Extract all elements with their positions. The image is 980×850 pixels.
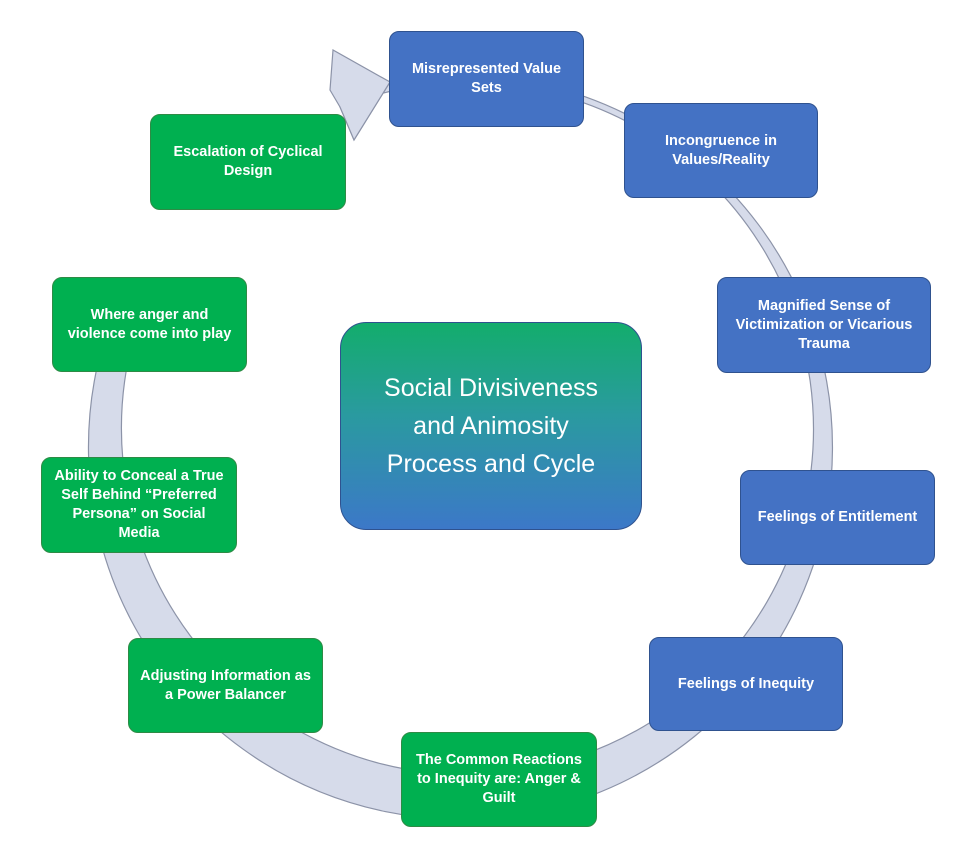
node-magnified-sense-of-victimization: Magnified Sense of Victimization or Vica… <box>717 277 931 373</box>
node-incongruence-in-values: Incongruence in Values/Reality <box>624 103 818 198</box>
node-feelings-of-entitlement: Feelings of Entitlement <box>740 470 935 565</box>
node-adjusting-information: Adjusting Information as a Power Balance… <box>128 638 323 733</box>
node-escalation-of-cyclical-design: Escalation of Cyclical Design <box>150 114 346 210</box>
cycle-arrow-icon <box>329 49 391 142</box>
node-feelings-of-inequity: Feelings of Inequity <box>649 637 843 731</box>
node-anger-and-violence: Where anger and violence come into play <box>52 277 247 372</box>
node-misrepresented-value-sets: Misrepresented Value Sets <box>389 31 584 127</box>
node-common-reactions: The Common Reactions to Inequity are: An… <box>401 732 597 827</box>
node-conceal-true-self: Ability to Conceal a True Self Behind “P… <box>41 457 237 553</box>
diagram-title: Social Divisiveness and Animosity Proces… <box>340 322 642 530</box>
